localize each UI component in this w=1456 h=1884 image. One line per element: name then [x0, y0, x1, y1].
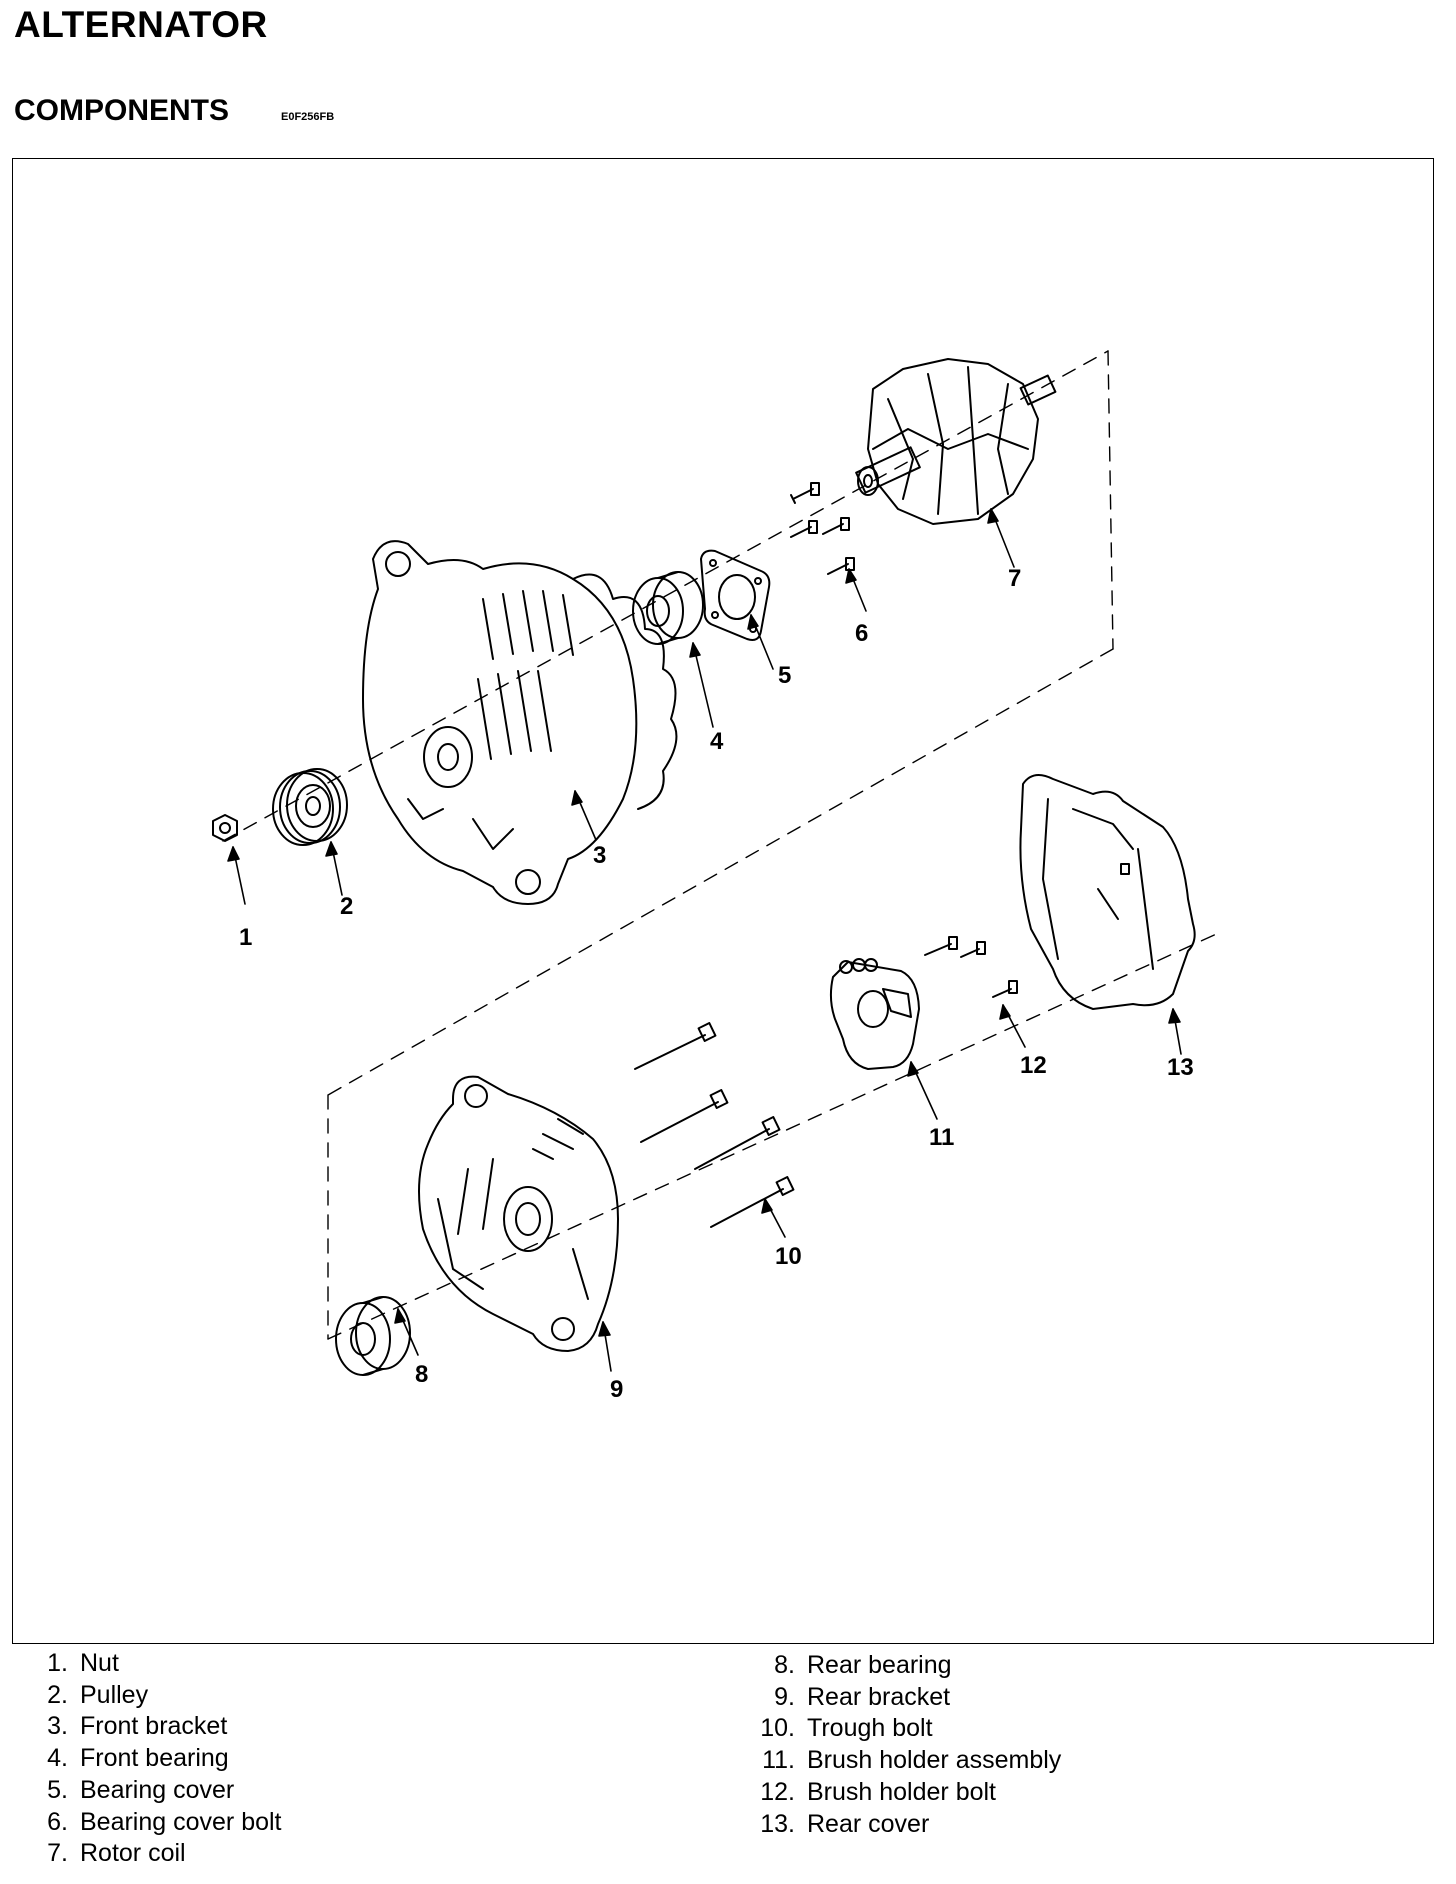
brush-holder-part — [829, 958, 920, 1070]
callout-numbers: 1 2 3 4 5 6 7 8 9 10 11 12 13 — [239, 565, 1194, 1403]
callout-4: 4 — [710, 728, 724, 755]
callout-7: 7 — [1008, 565, 1021, 592]
callout-1: 1 — [239, 924, 252, 951]
legend-item-front-bracket: 3. Front bracket — [22, 1711, 282, 1743]
exploded-view-figure: 1 2 3 4 5 6 7 8 9 10 11 12 13 — [12, 158, 1434, 1644]
legend-item-nut: 1. Nut — [22, 1648, 282, 1680]
legend-item-trough-bolt: 10. Trough bolt — [737, 1713, 1061, 1745]
legend-label: Trough bolt — [807, 1714, 933, 1743]
rotor-coil-part — [855, 358, 1057, 525]
legend-number: 13. — [760, 1809, 795, 1838]
legend-label: Front bracket — [80, 1712, 228, 1741]
rear-bracket-part — [418, 1075, 619, 1352]
callout-6: 6 — [855, 620, 868, 647]
legend-item-bearing-cover-bolt: 6. Bearing cover bolt — [22, 1807, 282, 1839]
legend-label: Rotor coil — [80, 1839, 186, 1868]
legend-label: Bearing cover bolt — [80, 1807, 282, 1836]
leader-arrows — [227, 508, 1182, 1372]
legend-label: Nut — [80, 1649, 119, 1677]
legend-item-rotor-coil: 7. Rotor coil — [22, 1838, 282, 1870]
legend-label: Rear cover — [807, 1809, 930, 1838]
legend-label: Rear bracket — [807, 1682, 951, 1711]
callout-12: 12 — [1020, 1052, 1047, 1079]
legend-label: Pulley — [80, 1680, 149, 1709]
legend-item-pulley: 2. Pulley — [22, 1680, 282, 1712]
legend-number: 5. — [47, 1775, 68, 1804]
legend-number: 10. — [760, 1714, 795, 1743]
rear-cover-part — [1019, 774, 1196, 1010]
front-bearing-part — [632, 571, 704, 645]
bearing-cover-part — [700, 549, 771, 641]
legend-number: 8. — [774, 1651, 795, 1679]
front-bracket-part — [362, 540, 678, 905]
legend-label: Front bearing — [80, 1744, 229, 1773]
legend-number: 1. — [47, 1649, 68, 1677]
callout-11: 11 — [929, 1124, 954, 1151]
through-bolts-part — [634, 1022, 795, 1228]
section-code: E0F256FB — [281, 111, 335, 123]
nut-part — [212, 814, 238, 842]
callout-2: 2 — [340, 893, 353, 920]
brush-holder-bolts-part — [924, 936, 1018, 998]
legend-label: Brush holder assembly — [807, 1746, 1062, 1775]
legend-item-brush-holder-assembly: 11. Brush holder assembly — [737, 1745, 1061, 1777]
legend-number: 6. — [47, 1807, 68, 1836]
legend-item-bearing-cover: 5. Bearing cover — [22, 1775, 282, 1807]
legend-label: Bearing cover — [80, 1775, 235, 1804]
legend-item-front-bearing: 4. Front bearing — [22, 1743, 282, 1775]
exploded-view-drawing: 1 2 3 4 5 6 7 8 9 10 11 12 13 — [212, 350, 1224, 1403]
legend-label: Brush holder bolt — [807, 1777, 997, 1806]
legend-number: 2. — [47, 1680, 68, 1709]
legend-item-rear-bracket: 9. Rear bracket — [737, 1682, 1061, 1714]
legend-left-column: 1. Nut 2. Pulley 3. Front bracket 4. Front b… — [22, 1648, 282, 1870]
legend-number: 9. — [774, 1682, 795, 1711]
callout-5: 5 — [778, 662, 791, 689]
legend-item-rear-cover: 13. Rear cover — [737, 1809, 1061, 1841]
pulley-part — [272, 768, 348, 846]
legend-number: 4. — [47, 1744, 68, 1773]
callout-13: 13 — [1167, 1054, 1194, 1081]
legend-number: 3. — [47, 1712, 68, 1741]
callout-3: 3 — [593, 842, 606, 869]
legend-label: Rear bearing — [807, 1651, 952, 1679]
callout-10: 10 — [775, 1243, 802, 1270]
legend-number: 11. — [762, 1746, 795, 1775]
legend-number: 7. — [47, 1839, 68, 1868]
legend-number: 12. — [760, 1777, 795, 1806]
rear-bearing-part — [335, 1296, 411, 1376]
callout-9: 9 — [610, 1376, 623, 1403]
legend-item-rear-bearing: 8. Rear bearing — [737, 1650, 1061, 1682]
callout-8: 8 — [415, 1361, 428, 1388]
legend-item-brush-holder-bolt: 12. Brush holder bolt — [737, 1777, 1061, 1809]
page-title: ALTERNATOR — [14, 4, 268, 45]
legend-right-column: 8. Rear bearing 9. Rear bracket 10. Trough … — [737, 1650, 1061, 1840]
assembly-axis-lines — [222, 350, 1224, 1340]
section-heading: COMPONENTS — [14, 94, 230, 127]
